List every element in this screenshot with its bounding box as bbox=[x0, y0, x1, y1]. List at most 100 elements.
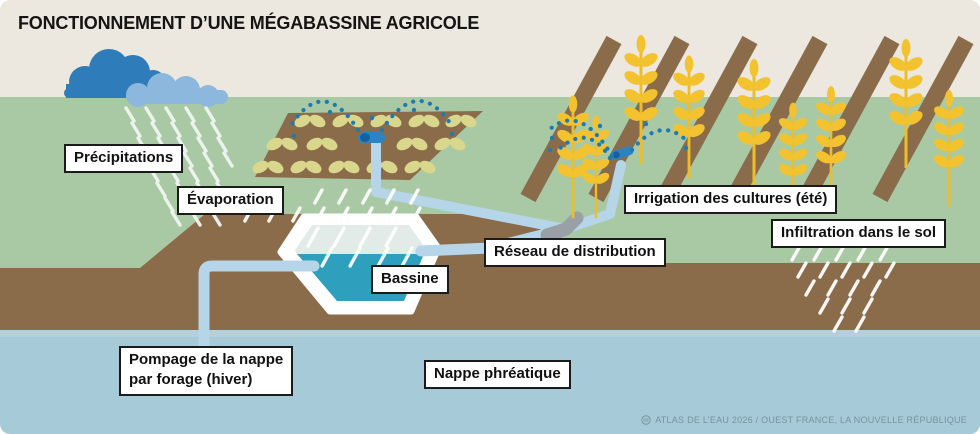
evaporation-dash bbox=[320, 246, 334, 268]
label-evaporation: Évaporation bbox=[177, 186, 284, 216]
evaporation-dash bbox=[332, 226, 346, 248]
cloud-light-icon bbox=[126, 73, 228, 107]
borehole-pipe bbox=[198, 260, 320, 363]
rain-dash bbox=[170, 210, 182, 227]
rain-dash bbox=[222, 151, 234, 168]
infiltration-dash bbox=[878, 244, 890, 262]
rain-dash bbox=[150, 121, 162, 138]
evaporation-dash bbox=[348, 246, 362, 268]
spray-arc bbox=[289, 99, 361, 133]
credit-text: ATLAS DE L’EAU 2026 / OUEST FRANCE, LA N… bbox=[655, 415, 967, 425]
pipe-joint-elbow bbox=[540, 211, 584, 242]
infiltration-dash bbox=[812, 244, 824, 262]
evaporation-dash bbox=[385, 188, 396, 205]
infiltration-dash bbox=[796, 261, 808, 279]
infiltration-dash bbox=[818, 297, 830, 315]
spray-dot bbox=[369, 115, 375, 121]
evaporation-dash bbox=[358, 226, 372, 248]
evaporation-dash bbox=[315, 206, 326, 223]
label-bassine: Bassine bbox=[371, 265, 449, 295]
sprinkler-vegetable-icon bbox=[358, 132, 385, 143]
infiltration-dash bbox=[856, 244, 868, 262]
infiltration-dash bbox=[854, 315, 866, 333]
infiltration-dash bbox=[818, 261, 830, 279]
spray-dot bbox=[547, 147, 553, 153]
soil-layer bbox=[0, 214, 980, 333]
label-pompage-line2: par forage (hiver) bbox=[129, 371, 253, 389]
infiltration-dash bbox=[834, 244, 846, 262]
evaporation-dash bbox=[409, 188, 420, 205]
rain-dash bbox=[155, 181, 167, 198]
credit-line: ATLAS DE L’EAU 2026 / OUEST FRANCE, LA N… bbox=[641, 415, 967, 425]
groundwater-surface-highlight bbox=[0, 330, 980, 337]
infiltration-dash bbox=[862, 261, 874, 279]
evaporation-dash bbox=[291, 206, 302, 223]
rain-dash bbox=[188, 166, 200, 183]
furrow-strip bbox=[872, 35, 974, 203]
evaporation-dash bbox=[384, 226, 398, 248]
label-nappe-phreatique: Nappe phréatique bbox=[424, 360, 571, 390]
infiltration-dash bbox=[840, 261, 852, 279]
infiltration-dash bbox=[790, 244, 802, 262]
publisher-logo-icon bbox=[641, 415, 651, 425]
evaporation-dash bbox=[400, 246, 414, 268]
furrow-strip bbox=[798, 35, 900, 203]
rain-dash bbox=[163, 196, 175, 213]
evaporation-dash bbox=[313, 188, 324, 205]
infiltration-dash bbox=[870, 279, 882, 297]
rain-dash bbox=[164, 106, 176, 123]
rain-dash bbox=[210, 121, 222, 138]
infiltration-dash bbox=[826, 279, 838, 297]
spray-dot bbox=[643, 121, 649, 127]
rain-dash bbox=[184, 106, 196, 123]
label-reseau-distribution: Réseau de distribution bbox=[484, 238, 666, 268]
label-precipitations: Précipitations bbox=[64, 144, 184, 174]
infiltration-dash bbox=[804, 279, 816, 297]
rain-dash bbox=[144, 106, 156, 123]
evaporation-dash bbox=[363, 206, 374, 223]
spray-dot bbox=[597, 123, 603, 129]
infiltration-dash bbox=[862, 297, 874, 315]
furrow-strip bbox=[656, 35, 758, 203]
rain-dash bbox=[170, 121, 182, 138]
rain-dash bbox=[130, 121, 142, 138]
spray-dot bbox=[327, 109, 333, 115]
spray-dot bbox=[291, 133, 297, 139]
infiltration-dashes bbox=[790, 244, 896, 333]
spray-arc bbox=[555, 135, 613, 161]
evaporation-dash bbox=[337, 188, 348, 205]
infiltration-dash bbox=[840, 297, 852, 315]
label-pompage-line1: Pompage de la nappe bbox=[129, 351, 284, 368]
label-infiltration: Infiltration dans le sol bbox=[771, 219, 947, 249]
rain-dash bbox=[204, 106, 216, 123]
label-irrigation: Irrigation des cultures (été) bbox=[624, 185, 838, 215]
rain-dash bbox=[182, 151, 194, 168]
infiltration-dash bbox=[884, 261, 896, 279]
rain-dash bbox=[190, 121, 202, 138]
furrow-strip bbox=[726, 35, 828, 203]
rain-dash bbox=[124, 106, 136, 123]
spray-dot bbox=[683, 145, 689, 151]
page-title: FONCTIONNEMENT D’UNE MÉGABASSINE AGRICOL… bbox=[18, 13, 480, 33]
field-pipe-left bbox=[371, 136, 570, 234]
label-pompage: Pompage de la nappe par forage (hiver) bbox=[119, 346, 294, 396]
evaporation-dash bbox=[361, 188, 372, 205]
rain-dash bbox=[202, 151, 214, 168]
infiltration-dash bbox=[832, 315, 844, 333]
evaporation-dash bbox=[387, 206, 398, 223]
spray-dot bbox=[449, 131, 455, 137]
spray-arc bbox=[629, 128, 689, 153]
spray-dot bbox=[411, 107, 417, 113]
evaporation-dash bbox=[339, 206, 350, 223]
infiltration-dash bbox=[848, 279, 860, 297]
evaporation-dash bbox=[306, 226, 320, 248]
evaporation-dash bbox=[376, 246, 390, 268]
sprinkler-wheat-icon bbox=[610, 146, 634, 160]
evaporation-dash bbox=[411, 206, 422, 223]
spray-dot bbox=[549, 135, 555, 141]
rain-dash bbox=[208, 166, 220, 183]
rain-dash bbox=[196, 136, 208, 153]
sprinkler-spray-dots bbox=[289, 98, 689, 161]
